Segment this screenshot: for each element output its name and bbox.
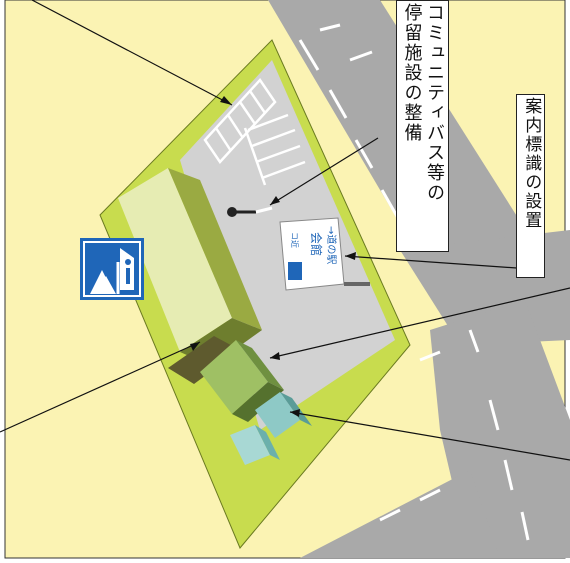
label-bus-stop-facility: コミュニティバス等の 停留施設の整備	[396, 0, 449, 252]
cyan-facility	[230, 392, 312, 465]
road-markings	[298, 23, 530, 541]
label-bus-stop-line1: コミュニティバス等の	[424, 3, 445, 203]
leader-lines	[0, 0, 570, 461]
green-facility	[200, 340, 284, 422]
sign-text-2: 会館	[309, 232, 324, 256]
parking-stalls	[203, 77, 306, 186]
label-bus-stop-line2: 停留施設の整備	[401, 3, 423, 143]
main-building	[118, 168, 262, 384]
roadside-station-icon	[80, 238, 144, 300]
road-bottom	[300, 470, 500, 558]
bus-stop-pole-icon	[227, 206, 273, 217]
label-guide-sign: 案内標識の設置	[516, 94, 546, 278]
leader-arrowheads	[190, 96, 356, 417]
guide-sign-board: コ近 会館 →道の駅	[279, 217, 370, 291]
sign-text-3: →道の駅	[325, 226, 338, 264]
sign-text-1: コ近	[290, 232, 300, 248]
